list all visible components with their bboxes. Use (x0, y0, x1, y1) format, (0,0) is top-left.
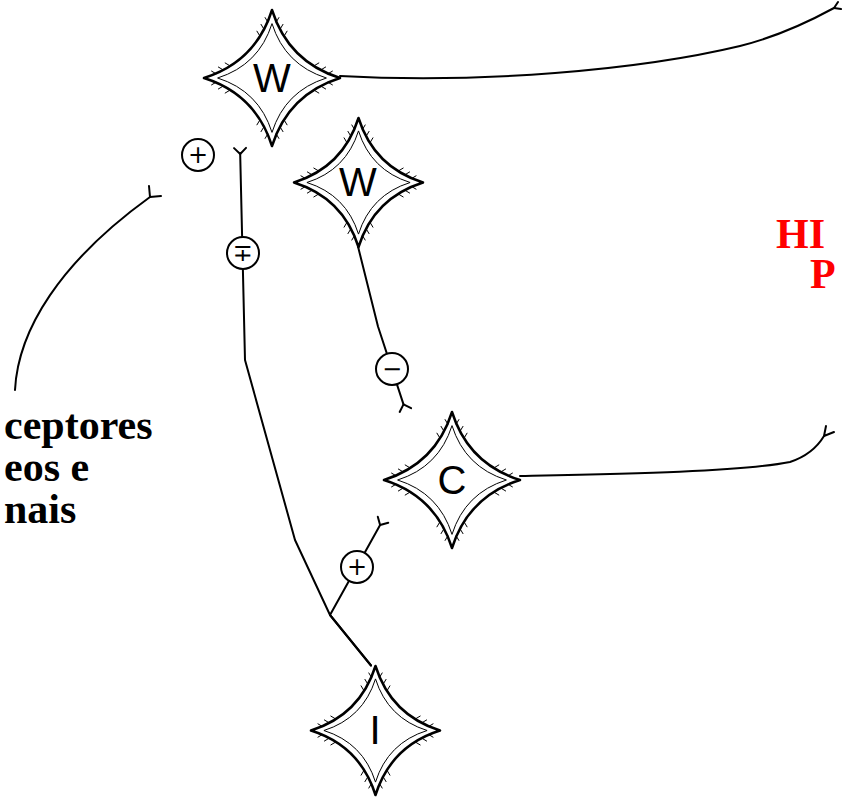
neuron-cell: W (294, 118, 423, 247)
region-label: HI (776, 213, 825, 255)
cell-border (311, 666, 440, 795)
cell-letter: I (369, 710, 380, 750)
synapse-terminal (149, 186, 161, 197)
cell-body: C (384, 412, 520, 548)
region-label: P (810, 253, 836, 295)
cell-body: W (294, 118, 423, 247)
cell-hatch (323, 678, 426, 781)
neuron-cell: W (204, 10, 340, 146)
cell-border (384, 412, 520, 548)
cell-body: W (204, 10, 340, 146)
cell-body: I (311, 666, 440, 795)
cell-hatch (211, 17, 333, 139)
output-fibre (520, 436, 824, 476)
cell-hatch (398, 426, 507, 535)
synapse-sign: ∓ (226, 236, 260, 270)
cell-hatch (391, 419, 513, 541)
neuron-cell: I (311, 666, 440, 795)
axon-connector (358, 247, 411, 412)
synapse-sign: − (375, 352, 409, 386)
cell-border (204, 10, 340, 146)
output-fibre (340, 8, 834, 78)
cell-hatch (218, 24, 327, 133)
synapse-terminal (400, 404, 411, 412)
synapse-terminal (378, 517, 388, 525)
synapse-sign: + (181, 138, 215, 172)
cell-letter: C (438, 460, 467, 500)
synapse-sign: + (340, 550, 374, 584)
cell-border (294, 118, 423, 247)
axon-connector (330, 517, 388, 666)
cell-hatch (306, 130, 409, 233)
receptor-label: ceptores eos e nais (4, 404, 154, 530)
afferent-fibre (15, 197, 150, 390)
synapse-terminal (834, 2, 841, 9)
synapse-terminal (824, 426, 834, 436)
cell-letter: W (253, 58, 291, 98)
neuron-cell: C (384, 412, 520, 548)
cell-letter: W (339, 162, 377, 202)
cell-hatch (317, 672, 433, 788)
cell-hatch (300, 124, 416, 240)
